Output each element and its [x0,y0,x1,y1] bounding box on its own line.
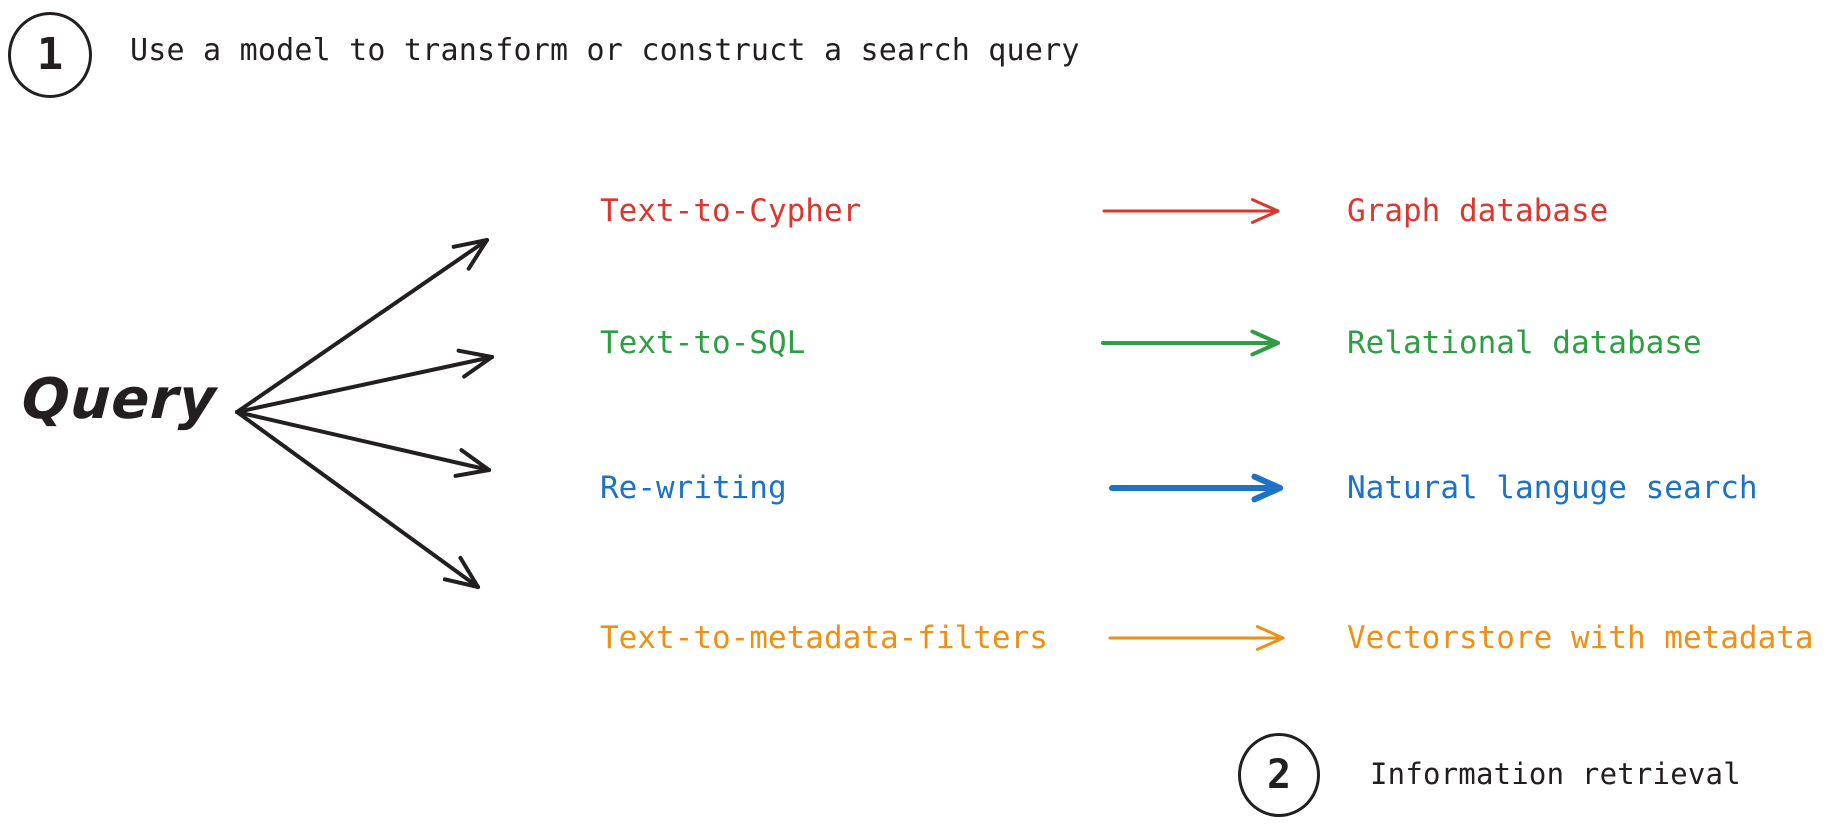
flow-row: Text-to-SQL Relational database [0,317,1841,369]
step-1-label: Use a model to transform or construct a … [130,33,1080,68]
flow-arrow [1109,473,1283,503]
method-label: Text-to-SQL [600,325,806,361]
flow-arrow [1102,198,1280,224]
flow-row: Text-to-Cypher Graph database [0,185,1841,237]
target-label: Vectorstore with metadata [1347,620,1814,656]
query-source-label: Query [20,367,219,432]
target-label: Relational database [1347,325,1702,361]
target-label: Graph database [1347,193,1609,229]
flow-row: Re-writing Natural languge search [0,462,1841,514]
step-1-badge: 1 [8,12,92,98]
method-label: Re-writing [600,470,787,506]
flow-arrow [1108,625,1285,651]
step-2-number: 2 [1266,752,1292,798]
target-label: Natural languge search [1347,470,1758,506]
step-2-label: Information retrieval [1370,757,1741,791]
flow-row: Text-to-metadata-filters Vectorstore wit… [0,612,1841,664]
method-label: Text-to-Cypher [600,193,862,229]
method-label: Text-to-metadata-filters [600,620,1048,656]
step-1-number: 1 [36,29,64,80]
flow-arrow [1101,329,1280,357]
step-2-badge: 2 [1238,733,1320,817]
